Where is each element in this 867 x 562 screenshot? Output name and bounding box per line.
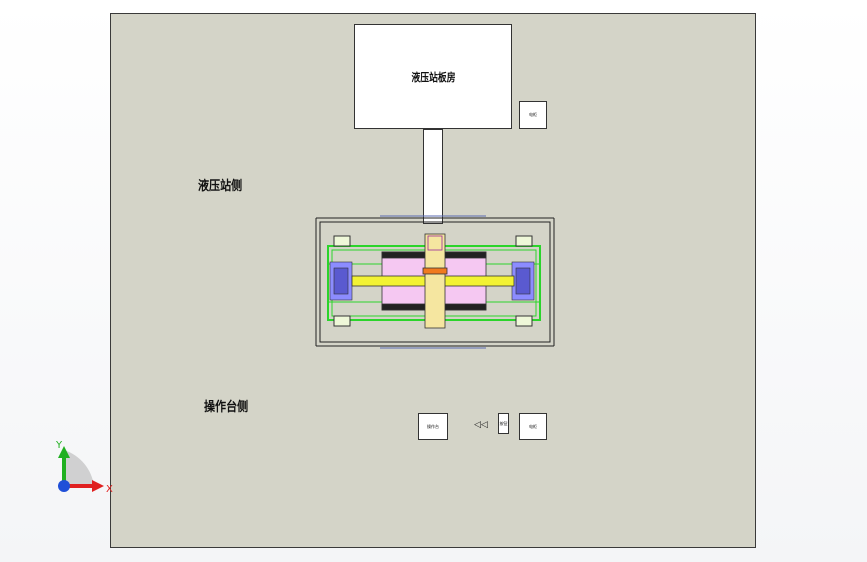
- coordinate-triad: Y X: [55, 440, 113, 495]
- electric-cabinet-box[interactable]: 电柜: [519, 101, 547, 129]
- x-axis-label: X: [106, 484, 113, 495]
- hydraulic-station-room[interactable]: 液压站板房: [354, 24, 512, 129]
- button-box-label: 按钮: [499, 420, 508, 426]
- outer-frame: [315, 215, 555, 349]
- origin-icon: [58, 480, 70, 492]
- corner-guides: [333, 235, 533, 327]
- y-axis-label: Y: [55, 440, 63, 451]
- operator-console-label: 操作台: [427, 423, 439, 429]
- yellow-beam: [351, 233, 515, 329]
- hydraulic-pipe-corridor[interactable]: [423, 129, 443, 224]
- operator-side-label: 操作台侧: [204, 400, 249, 415]
- electric-cabinet-label: 电柜: [529, 112, 537, 117]
- button-box[interactable]: 按钮: [498, 413, 509, 434]
- electric-cabinet-box-lower[interactable]: 电柜: [519, 413, 547, 440]
- x-arrow-icon: [92, 480, 104, 492]
- machine-assembly[interactable]: [310, 212, 560, 352]
- hydraulic-room-label: 液压站板房: [411, 70, 455, 84]
- operator-console-box[interactable]: 操作台: [418, 413, 448, 440]
- direction-marker: ◁◁: [474, 420, 488, 430]
- y-arrow-icon: [58, 446, 70, 458]
- electric-cabinet-lower-label: 电柜: [529, 423, 537, 429]
- hydraulic-side-label: 液压站侧: [198, 179, 243, 194]
- side-blocks: [329, 261, 535, 301]
